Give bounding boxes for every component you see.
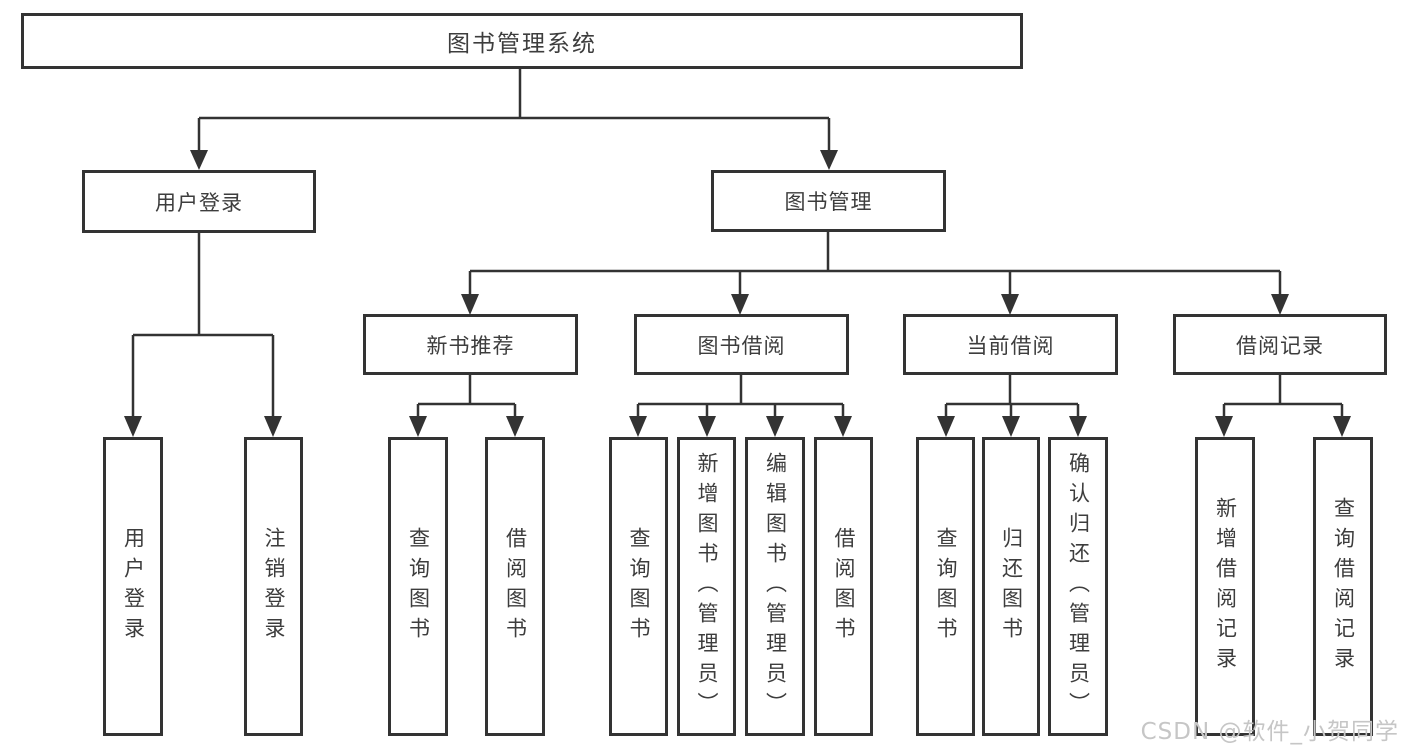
leaf-borrow-add-books-admin: 新增图书（管理员） (677, 437, 736, 736)
arrowhead-icon (124, 416, 142, 437)
connector-book-management (468, 232, 1282, 296)
node-label: 借阅记录 (1236, 333, 1324, 358)
connector-current-borrow (944, 375, 1080, 418)
leaf-logout: 注销登录 (244, 437, 303, 736)
node-label: 新增借阅记录 (1213, 496, 1238, 677)
node-label: 图书管理 (784, 190, 873, 214)
node-user-login: 用户登录 (82, 170, 316, 233)
connector-borrow-records (1222, 375, 1344, 418)
node-book-borrow: 图书借阅 (634, 314, 849, 375)
leaf-user-login: 用户登录 (103, 437, 163, 736)
arrowhead-icon (937, 416, 955, 437)
arrowhead-icon (731, 294, 749, 315)
node-label: 查询图书 (406, 526, 431, 647)
arrowhead-icon (834, 416, 852, 437)
arrowhead-icon (1333, 416, 1351, 437)
arrowhead-icon (1271, 294, 1289, 315)
node-label: 新书推荐 (426, 333, 515, 358)
arrowhead-icon (506, 416, 524, 437)
leaf-current-confirm-return-admin: 确认归还（管理员） (1048, 437, 1108, 736)
leaf-borrow-edit-books-admin: 编辑图书（管理员） (745, 437, 805, 736)
node-label: 编辑图书（管理员） (763, 451, 788, 722)
arrowhead-icon (629, 416, 647, 437)
leaf-current-return-books: 归还图书 (982, 437, 1040, 736)
node-label: 借阅图书 (832, 526, 856, 647)
leaf-current-query-books: 查询图书 (916, 437, 975, 736)
connector-user-login (131, 233, 275, 418)
connector-root (197, 69, 831, 151)
node-label: 当前借阅 (966, 333, 1055, 358)
connector-new-book-recommend (416, 375, 517, 418)
node-label: 查询图书 (627, 526, 651, 647)
arrowhead-icon (766, 416, 784, 437)
node-label: 归还图书 (999, 526, 1024, 647)
connector-book-borrow (636, 375, 845, 418)
node-label: 图书借阅 (697, 333, 786, 358)
leaf-recommend-borrow-books: 借阅图书 (485, 437, 545, 736)
leaf-records-query-record: 查询借阅记录 (1313, 437, 1373, 736)
arrowhead-icon (1069, 416, 1087, 437)
arrowhead-icon (820, 150, 838, 170)
node-label: 新增图书（管理员） (695, 451, 719, 722)
node-new-book-recommend: 新书推荐 (363, 314, 578, 375)
leaf-recommend-query-books: 查询图书 (388, 437, 448, 736)
arrowhead-icon (409, 416, 427, 437)
arrowhead-icon (1215, 416, 1233, 437)
arrowhead-icon (461, 294, 479, 315)
leaf-records-add-record: 新增借阅记录 (1195, 437, 1255, 736)
node-label: 查询借阅记录 (1331, 496, 1356, 677)
node-borrow-records: 借阅记录 (1173, 314, 1387, 375)
watermark: CSDN @软件_小贺同学 (1140, 719, 1399, 745)
arrowhead-icon (264, 416, 282, 437)
arrowhead-icon (190, 150, 208, 170)
node-book-management: 图书管理 (711, 170, 946, 232)
node-label: 用户登录 (155, 190, 243, 215)
arrowhead-icon (1001, 294, 1019, 315)
node-label: 查询图书 (934, 526, 958, 647)
node-label: 借阅图书 (503, 526, 528, 647)
arrowhead-icon (698, 416, 716, 437)
node-label: 用户登录 (121, 526, 146, 647)
arrowhead-icon (1002, 416, 1020, 437)
node-library-system: 图书管理系统 (21, 13, 1023, 69)
node-label: 图书管理系统 (447, 31, 597, 57)
leaf-borrow-query-books: 查询图书 (609, 437, 668, 736)
node-label: 确认归还（管理员） (1066, 451, 1091, 722)
node-label: 注销登录 (262, 526, 286, 647)
node-current-borrow: 当前借阅 (903, 314, 1118, 375)
leaf-borrow-borrow-books: 借阅图书 (814, 437, 873, 736)
